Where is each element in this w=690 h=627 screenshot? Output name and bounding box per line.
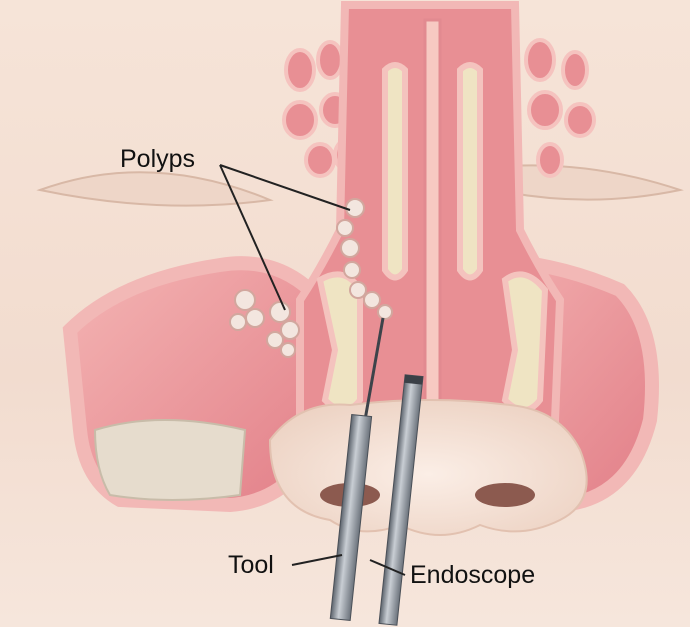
nasal-septum bbox=[425, 20, 440, 440]
nose-tip bbox=[270, 400, 587, 535]
polyps-label: Polyps bbox=[120, 147, 195, 172]
right-inferior-turbinate bbox=[505, 274, 545, 410]
endoscope-label: Endoscope bbox=[410, 563, 535, 588]
left-middle-turbinate bbox=[385, 65, 405, 278]
right-middle-turbinate bbox=[460, 65, 480, 278]
right-nostril bbox=[475, 483, 535, 507]
left-sinus-fluid bbox=[95, 420, 245, 500]
tool-label: Tool bbox=[228, 553, 274, 578]
